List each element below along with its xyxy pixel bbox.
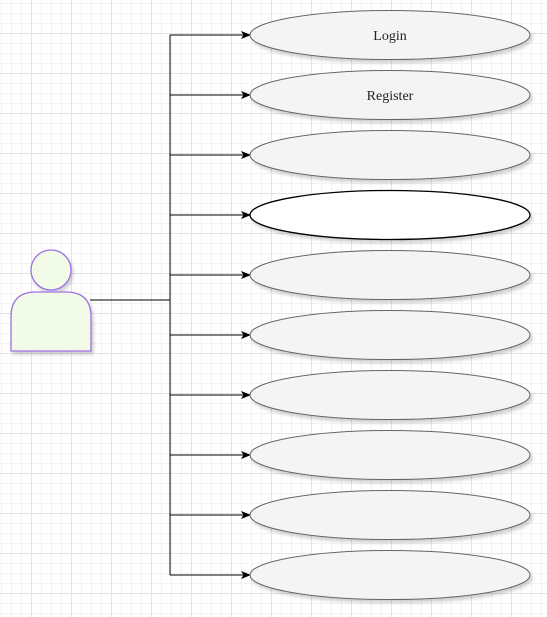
use-case-ellipse-4[interactable] <box>249 189 531 241</box>
use-case-8[interactable] <box>249 430 531 480</box>
use-case-3[interactable] <box>249 130 531 180</box>
use-case-ellipse-9[interactable] <box>249 490 531 540</box>
use-case-ellipse-6[interactable] <box>249 310 531 360</box>
use-case-label-2: Register <box>367 89 414 104</box>
use-case-ellipse-1[interactable] <box>249 10 531 60</box>
use-case-label-1: Login <box>373 29 406 44</box>
use-case-ellipse-10[interactable] <box>249 550 531 600</box>
use-case-ellipse-8[interactable] <box>249 430 531 480</box>
use-case-6[interactable] <box>249 310 531 360</box>
use-case-5[interactable] <box>249 250 531 300</box>
use-case-2[interactable]: Register <box>249 70 531 120</box>
use-case-ellipse-5[interactable] <box>249 250 531 300</box>
connectors <box>90 35 171 575</box>
actor-head <box>30 249 72 291</box>
use-case-ellipse-2[interactable] <box>249 70 531 120</box>
actor-body <box>10 291 92 352</box>
use-case-10[interactable] <box>249 550 531 600</box>
use-case-1[interactable]: Login <box>249 10 531 60</box>
use-case-9[interactable] <box>249 490 531 540</box>
use-case-ellipse-3[interactable] <box>249 130 531 180</box>
use-case-7[interactable] <box>249 370 531 420</box>
use-case-4[interactable] <box>249 189 531 241</box>
actor-figure[interactable] <box>10 249 92 352</box>
use-case-ellipse-7[interactable] <box>249 370 531 420</box>
